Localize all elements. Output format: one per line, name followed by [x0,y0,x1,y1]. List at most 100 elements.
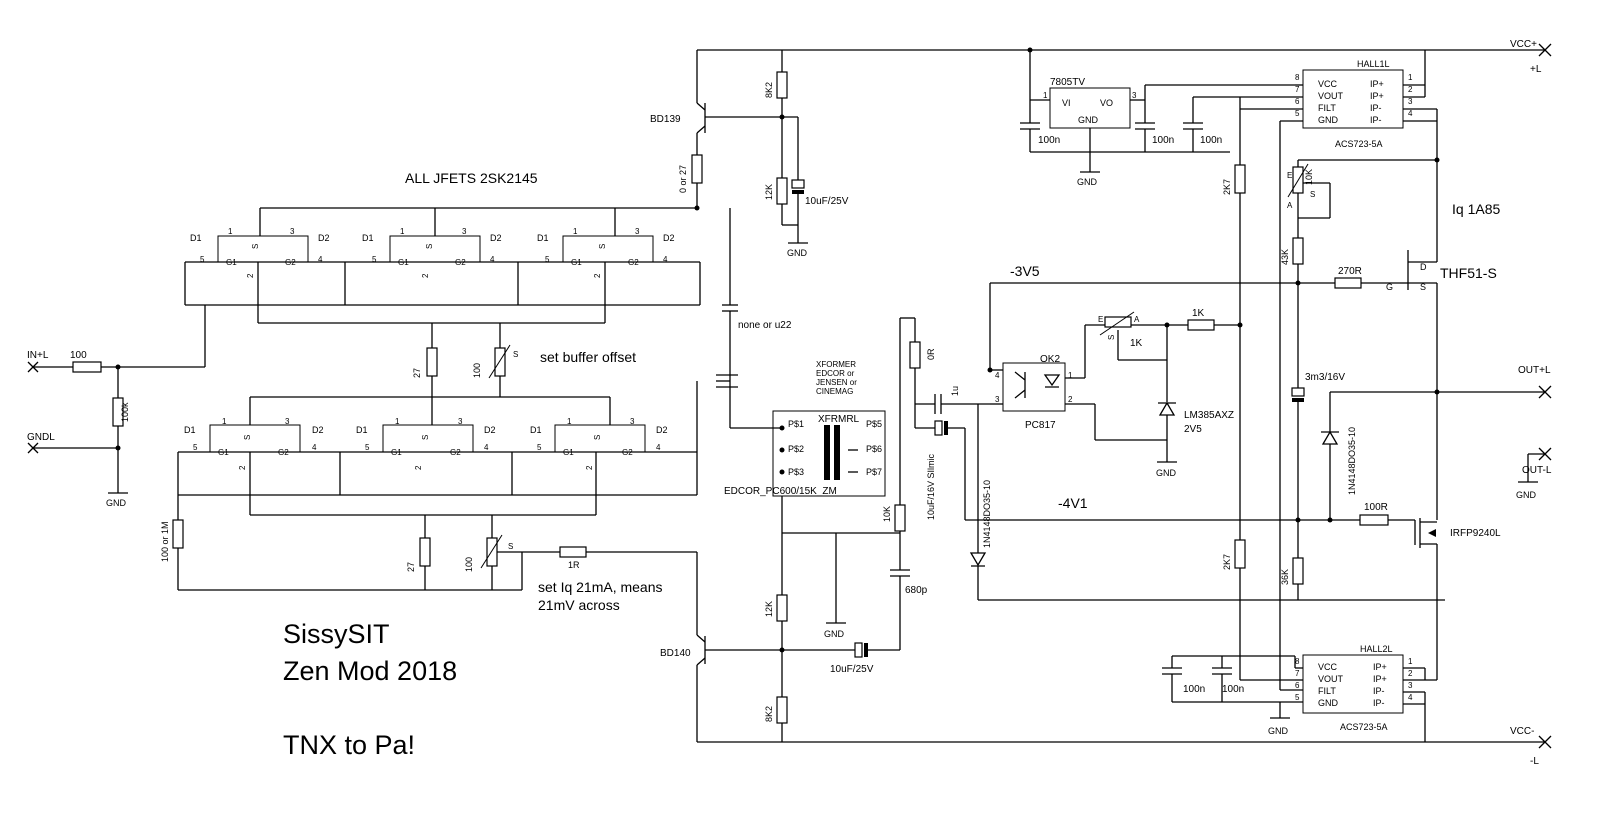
c-hall1-label: 100n [1200,135,1222,146]
c-3m3-label: 3m3/16V [1305,372,1345,383]
svg-text:1: 1 [1408,657,1413,666]
title-line3: TNX to Pa! [283,730,415,760]
gnd-bd139-label: GND [787,248,808,258]
neg4v1-label: -4V1 [1058,495,1088,511]
pot-10k-label: 10K [1304,169,1314,185]
svg-text:2: 2 [414,465,423,470]
d-right-label: 1N4148DO35-10 [1347,427,1357,495]
svg-text:FILT: FILT [1318,686,1336,696]
svg-text:VCC: VCC [1318,79,1338,89]
svg-text:S: S [1107,335,1116,340]
svg-text:XFORMER: XFORMER [816,360,856,369]
svg-text:5: 5 [372,255,377,264]
svg-text:3: 3 [290,227,295,236]
svg-text:G1: G1 [571,258,582,267]
svg-text:5: 5 [1295,109,1300,118]
svg-text:VI: VI [1062,98,1071,108]
bd140-stage: BD140 12K 8K2 10uF/25V [660,594,900,742]
pot-iq [486,537,498,567]
ok2-optocoupler [1002,362,1066,412]
vcc-pos-sub-label: +L [1530,64,1542,75]
r-1r [559,546,587,558]
svg-text:2: 2 [1408,85,1413,94]
svg-text:VOUT: VOUT [1318,91,1344,101]
svg-text:3: 3 [1132,91,1137,100]
svg-text:4: 4 [490,255,495,264]
r-in [72,361,102,373]
svg-text:G1: G1 [563,448,574,457]
r-0-27 [691,154,703,184]
svg-text:IP+: IP+ [1370,91,1384,101]
svg-text:1: 1 [1068,371,1073,380]
svg-text:CINEMAG: CINEMAG [816,387,853,396]
svg-text:5: 5 [200,255,205,264]
rail-vcc-neg: VCC- -L [697,726,1552,767]
r-270r-label: 270R [1338,266,1362,277]
pot-offset [494,347,506,377]
svg-text:2: 2 [246,273,255,278]
r-2k7-top-label: 2K7 [1222,179,1232,195]
r-in-label: 100 [70,350,87,361]
svg-text:5: 5 [537,443,542,452]
c-silmic-label: 10uF/16V SIlmic [926,453,936,520]
svg-text:2: 2 [593,273,602,278]
svg-text:S: S [508,542,513,551]
svg-text:4: 4 [312,443,317,452]
svg-text:3: 3 [1408,97,1413,106]
r-12k-top-label: 12K [764,184,774,200]
svg-text:VOUT: VOUT [1318,674,1344,684]
vcc-pos-label: VCC+ [1510,39,1537,50]
svg-text:A: A [1134,315,1140,324]
lm385-v-label: 2V5 [1184,424,1202,435]
svg-text:P$6: P$6 [866,444,882,454]
svg-text:VO: VO [1100,98,1113,108]
transformer: XFRMRL EDCOR_PC600/15K_ZM P$1 P$2 P$3 P$… [716,360,900,639]
gnd-reg-label: GND [1077,177,1098,187]
pc817-label: PC817 [1025,420,1056,431]
r-36k-label: 36K [1280,569,1290,585]
svg-text:7: 7 [1295,85,1300,94]
svg-text:D1: D1 [362,233,374,243]
svg-text:D1: D1 [356,425,368,435]
in-label: IN+L [27,350,49,361]
svg-text:5: 5 [545,255,550,264]
c-680p-label: 680p [905,585,928,596]
hall2-label: HALL2L [1360,644,1393,654]
svg-text:IP+: IP+ [1373,662,1387,672]
svg-text:IP-: IP- [1370,115,1382,125]
svg-text:3: 3 [285,417,290,426]
lm385-label: LM385AXZ [1184,410,1234,421]
svg-text:S: S [1310,190,1315,199]
svg-text:S: S [251,244,260,249]
hall1: HALL1L ACS723-5A VCC VOUT FILT GND IP+ I… [1193,50,1438,690]
pot-offset-label: 100 [472,363,482,378]
svg-text:4: 4 [995,371,1000,380]
svg-text:1: 1 [222,417,227,426]
out-pos-label: OUT+L [1518,365,1551,376]
c-none-label: none or u22 [738,320,792,331]
svg-text:S: S [593,435,602,440]
r-100k-label: 100k [120,402,130,422]
xfmr-value-label: EDCOR_PC600/15K_ZM [724,486,837,497]
r-12k-top [776,177,788,205]
r-1k [1187,319,1215,331]
svg-text:IP+: IP+ [1370,79,1384,89]
svg-text:D1: D1 [530,425,542,435]
bd140-label: BD140 [660,648,691,659]
svg-text:IP-: IP- [1370,103,1382,113]
svg-text:4: 4 [656,443,661,452]
svg-text:GND: GND [1318,698,1339,708]
svg-text:S: S [425,244,434,249]
title-line2: Zen Mod 2018 [283,656,457,686]
c-reg-in-label: 100n [1038,135,1060,146]
title-block: SissySIT Zen Mod 2018 TNX to Pa! [283,619,457,760]
pot-1k [1104,316,1132,328]
svg-text:JENSEN or: JENSEN or [816,378,857,387]
r-10k [894,504,906,532]
svg-text:2: 2 [585,465,594,470]
svg-text:1: 1 [1408,73,1413,82]
